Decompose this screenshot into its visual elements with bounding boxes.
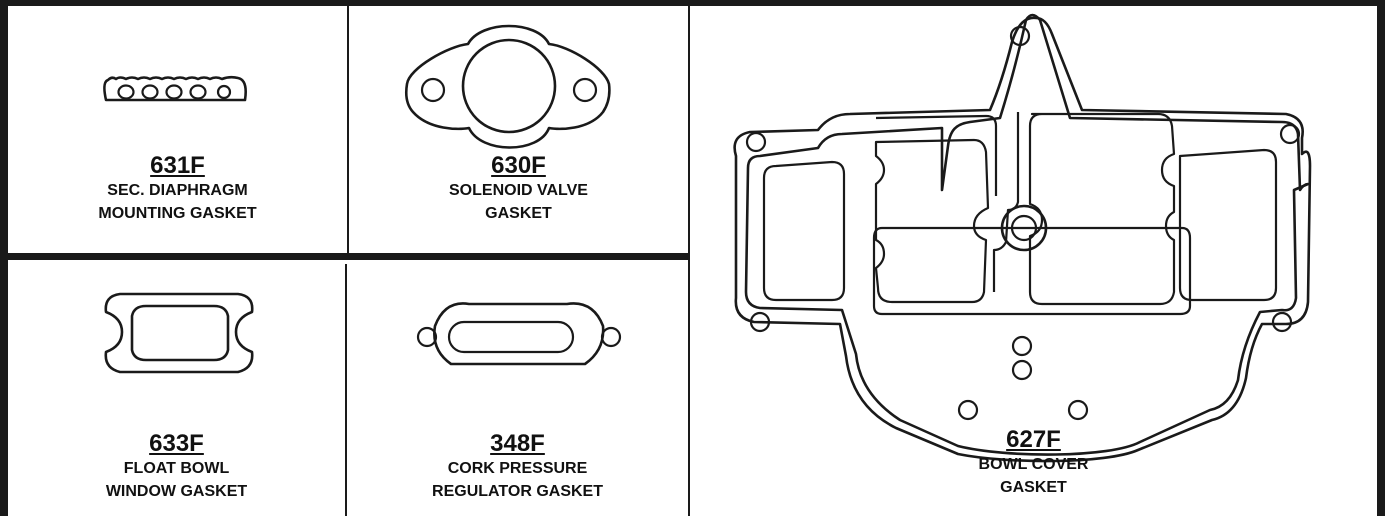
part-number-630f: 630F [491, 152, 546, 179]
grid-divider-horizontal [0, 253, 690, 260]
part-cell-633f: 633F FLOAT BOWL WINDOW GASKET [8, 260, 345, 516]
grid-divider-top [347, 0, 349, 256]
part-number-627f: 627F [1006, 426, 1061, 453]
gasket-633f-drawing [104, 292, 254, 374]
part-description-630f: SOLENOID VALVE GASKET [449, 182, 588, 222]
gasket-627f-drawing [733, 13, 1312, 463]
part-cell-627f: 627F BOWL COVER GASKET [690, 6, 1377, 516]
part-description-627f: BOWL COVER GASKET [978, 456, 1089, 496]
part-cell-348f: 348F CORK PRESSURE REGULATOR GASKET [347, 260, 688, 516]
gasket-631f-drawing [103, 75, 247, 102]
part-number-348f: 348F [490, 430, 545, 457]
part-number-631f: 631F [150, 152, 205, 179]
part-cell-630f: 630F SOLENOID VALVE GASKET [349, 6, 688, 253]
part-description-348f: CORK PRESSURE REGULATOR GASKET [432, 460, 603, 500]
grid-divider-bottom [345, 264, 347, 516]
frame-top-border [0, 0, 1385, 6]
frame-right-border [1377, 0, 1385, 516]
gasket-348f-drawing [416, 302, 622, 366]
gasket-630f-drawing [404, 24, 611, 149]
part-cell-631f: 631F SEC. DIAPHRAGM MOUNTING GASKET [8, 6, 347, 253]
part-number-633f: 633F [149, 430, 204, 457]
part-description-631f: SEC. DIAPHRAGM MOUNTING GASKET [98, 182, 257, 222]
part-description-633f: FLOAT BOWL WINDOW GASKET [105, 460, 248, 500]
